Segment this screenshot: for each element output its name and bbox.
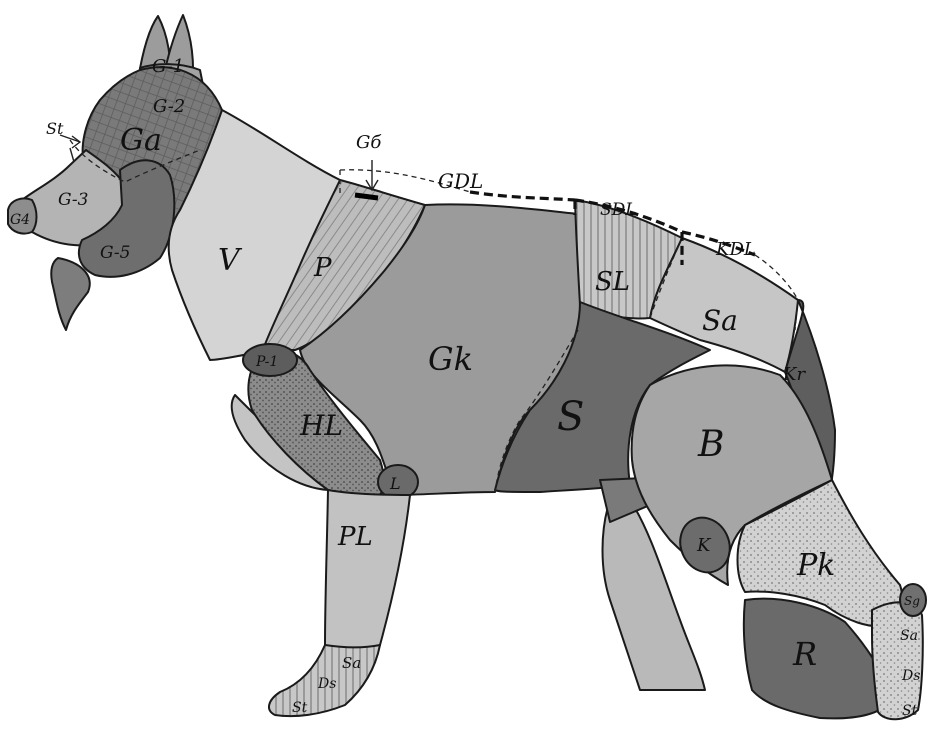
label-st-front: St bbox=[292, 700, 308, 716]
label-st-head: St bbox=[46, 119, 64, 138]
label-k: K bbox=[696, 535, 712, 556]
region-pl bbox=[325, 490, 410, 649]
hind-paw bbox=[872, 602, 923, 719]
label-sa-front: Sa bbox=[342, 654, 361, 672]
label-kr: Kr bbox=[782, 364, 806, 385]
label-b: B bbox=[697, 424, 724, 465]
tongue bbox=[51, 258, 89, 330]
label-gdl: GDL bbox=[438, 169, 483, 193]
st-tick bbox=[70, 148, 74, 162]
label-sa-back: Sa bbox=[702, 304, 738, 337]
label-g1: G-1 bbox=[152, 56, 184, 77]
gb-bold-segment bbox=[355, 195, 378, 198]
label-st-hind: St bbox=[902, 703, 918, 719]
label-hl: HL bbox=[299, 409, 343, 442]
label-sa-hind: Sa bbox=[900, 628, 918, 644]
label-ds-hind: Ds bbox=[901, 668, 920, 684]
label-s: S bbox=[557, 394, 584, 440]
label-g2: G-2 bbox=[153, 96, 185, 117]
label-sg: Sg bbox=[904, 594, 920, 608]
label-gk: Gk bbox=[428, 340, 473, 378]
label-r: R bbox=[792, 635, 817, 673]
label-ds-front: Ds bbox=[317, 676, 336, 692]
gb-arrow bbox=[366, 160, 378, 190]
label-p1: P-1 bbox=[255, 354, 278, 370]
label-l: L bbox=[389, 474, 401, 493]
gdl-bold-dash bbox=[470, 192, 575, 200]
label-p: P bbox=[313, 253, 332, 283]
label-kdl: KDL bbox=[715, 239, 756, 260]
label-ga: Ga bbox=[120, 123, 162, 158]
label-pk: Pk bbox=[796, 548, 835, 583]
label-g4: G4 bbox=[10, 212, 30, 228]
label-g3: G-3 bbox=[58, 190, 88, 210]
label-g5: G-5 bbox=[100, 243, 130, 263]
label-sdl: SDL bbox=[600, 200, 637, 220]
label-pl: PL bbox=[337, 522, 373, 552]
label-v: V bbox=[218, 243, 243, 278]
label-sl: SL bbox=[595, 267, 630, 297]
label-gb: Gб bbox=[356, 132, 382, 153]
